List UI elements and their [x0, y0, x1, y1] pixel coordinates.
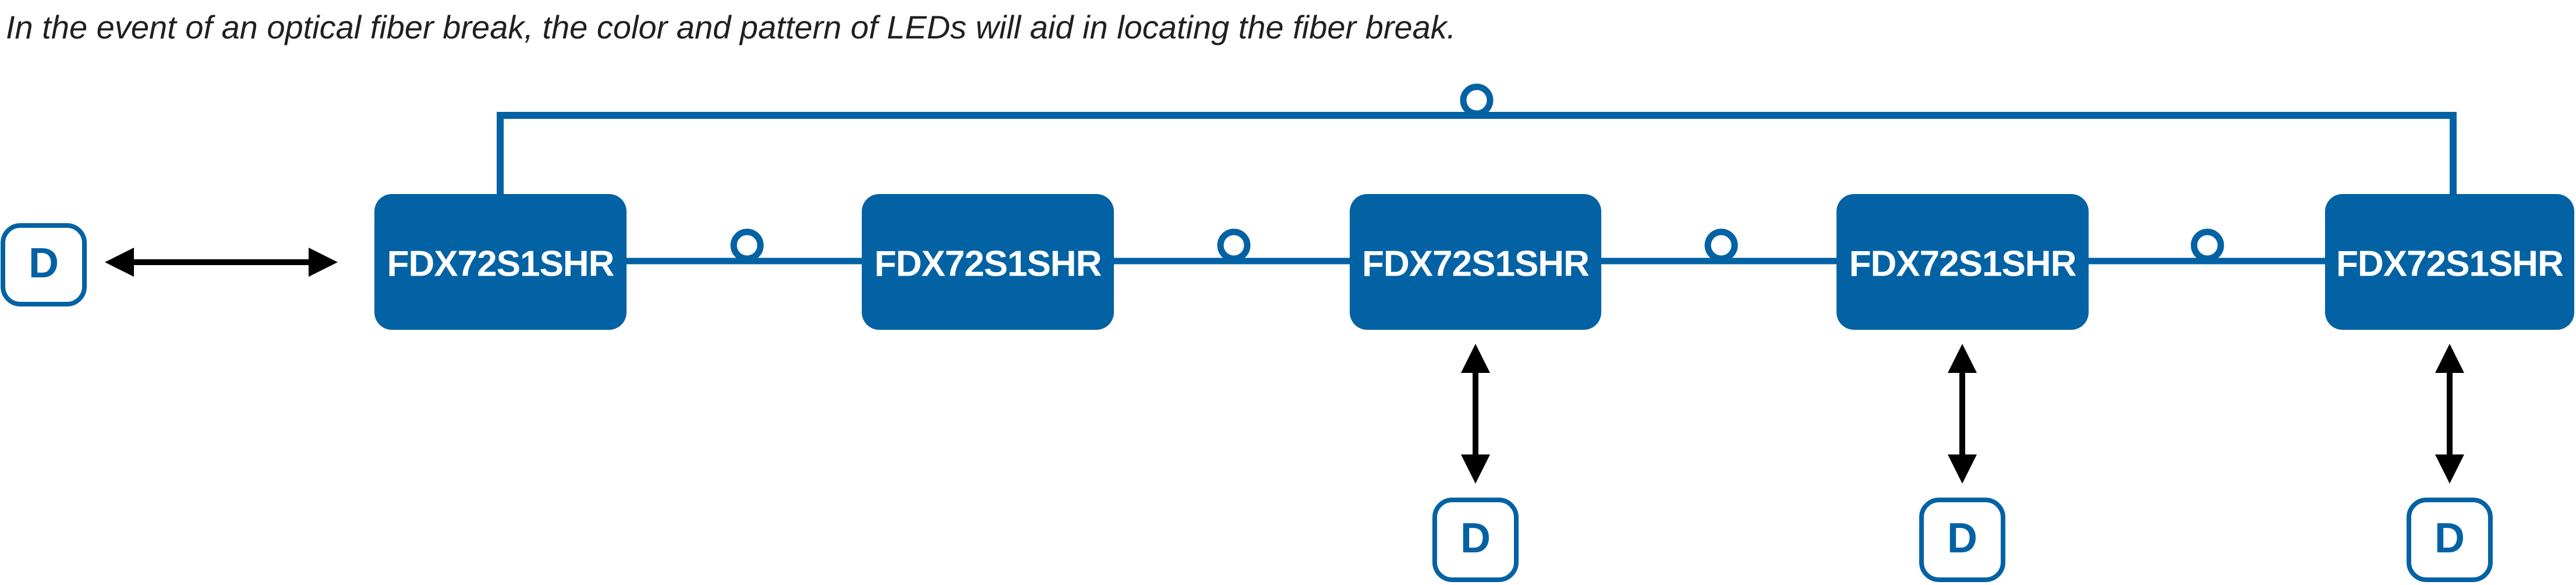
switch-node: FDX72S1SHR: [1837, 194, 2089, 330]
switch-node-box: [862, 194, 1114, 330]
switch-node-box: [374, 194, 627, 330]
device-letter: D: [2435, 515, 2465, 562]
switch-node: FDX72S1SHR: [862, 194, 1114, 330]
switch-node-box: [1837, 194, 2089, 330]
switch-node: FDX72S1SHR: [1350, 194, 1601, 330]
switch-node: FDX72S1SHR: [2325, 194, 2574, 330]
fiber-connector-icon: [2191, 228, 2224, 262]
device-icon: D: [2407, 498, 2493, 582]
switch-node-label: FDX72S1SHR: [1849, 244, 2076, 284]
device-letter: D: [29, 240, 59, 287]
bidirectional-arrows: [105, 248, 2464, 484]
device-letter: D: [1947, 515, 1977, 562]
switch-node-label: FDX72S1SHR: [387, 244, 614, 284]
caption-text: In the event of an optical fiber break, …: [6, 9, 1456, 45]
fiber-connector-icon: [1217, 228, 1251, 262]
switch-node-box: [2325, 194, 2574, 330]
end-devices: D D D D: [1, 223, 2493, 582]
device-icon: D: [1, 223, 87, 306]
device-icon: D: [1919, 498, 2005, 582]
switch-nodes: FDX72S1SHR FDX72S1SHR FDX72S1SHR FDX72S1…: [374, 194, 2574, 330]
fiber-connector-icon: [1704, 228, 1738, 262]
ring-return-fiber: [497, 112, 2457, 201]
switch-node-label: FDX72S1SHR: [1362, 244, 1589, 284]
fiber-connector-icon: [1460, 83, 1494, 117]
switch-node-label: FDX72S1SHR: [2336, 244, 2563, 284]
switch-node-box: [1350, 194, 1601, 330]
switch-node: FDX72S1SHR: [374, 194, 627, 330]
device-icon: D: [1432, 498, 1519, 582]
fiber-connectors: [730, 83, 2224, 262]
fiber-connector-icon: [730, 228, 764, 262]
switch-node-label: FDX72S1SHR: [875, 244, 1102, 284]
device-letter: D: [1460, 515, 1491, 562]
